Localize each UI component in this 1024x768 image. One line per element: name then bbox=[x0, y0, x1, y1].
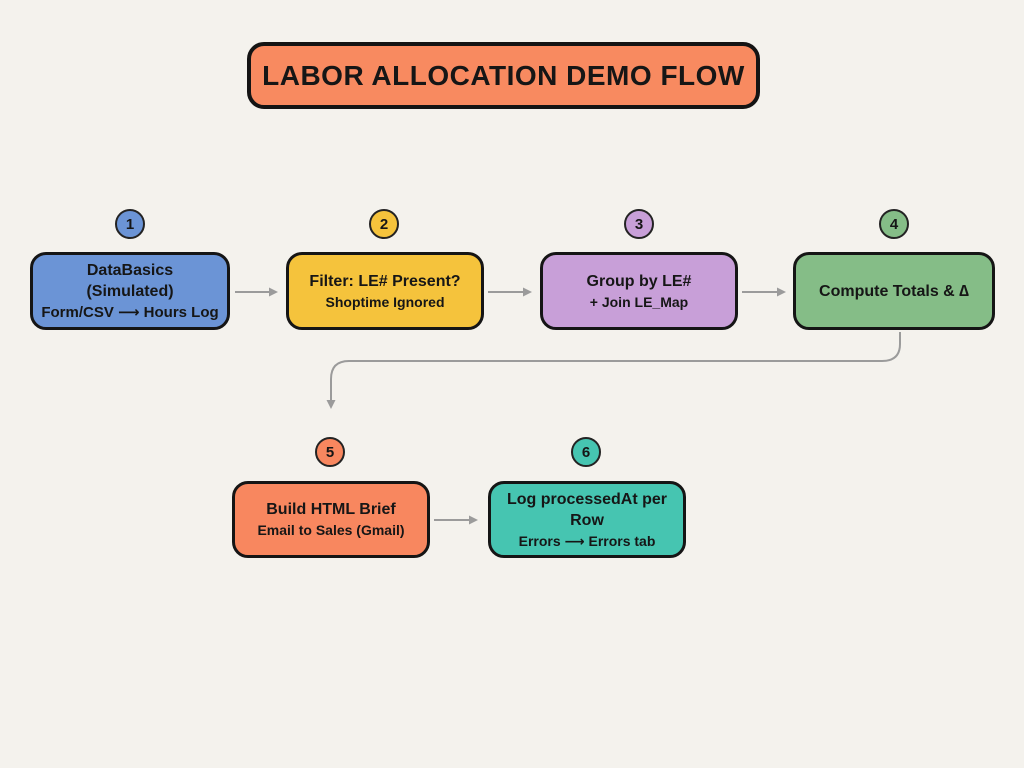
step-1-line-1: DataBasics bbox=[86, 261, 174, 279]
step-3-line-1: Group by LE# bbox=[586, 272, 692, 290]
step-2-number: 2 bbox=[379, 215, 389, 233]
arrow-step4-step5 bbox=[326, 332, 901, 409]
step-2-line-1: Filter: LE# Present? bbox=[309, 272, 461, 290]
step-3-line-2: + Join LE_Map bbox=[589, 293, 689, 310]
step-5-line-2: Email to Sales (Gmail) bbox=[257, 522, 405, 538]
step-2-line-2: Shoptime Ignored bbox=[325, 293, 445, 310]
step-4-line-1: Compute Totals & ∆ bbox=[819, 282, 969, 300]
step-4-badge: 4 bbox=[879, 209, 909, 239]
step-3-number: 3 bbox=[634, 215, 644, 233]
step-1-line-2: (Simulated) bbox=[86, 282, 174, 300]
step-1-box[interactable]: DataBasics (Simulated) Form/CSV ⟶ Hours … bbox=[30, 252, 230, 330]
step-3-badge: 3 bbox=[624, 209, 654, 239]
step-5-line-1: Build HTML Brief bbox=[266, 501, 396, 518]
step-6-number: 6 bbox=[581, 443, 591, 461]
diagram-title: LABOR ALLOCATION DEMO FLOW bbox=[247, 42, 760, 109]
step-6-badge: 6 bbox=[571, 437, 601, 467]
step-4-box[interactable]: Compute Totals & ∆ bbox=[793, 252, 995, 330]
step-5-number: 5 bbox=[325, 443, 335, 461]
step-2-box[interactable]: Filter: LE# Present? Shoptime Ignored bbox=[286, 252, 484, 330]
step-1-line-3: Form/CSV ⟶ Hours Log bbox=[41, 303, 219, 321]
step-4-number: 4 bbox=[889, 215, 899, 233]
step-1-number: 1 bbox=[125, 215, 135, 233]
step-6-box[interactable]: Log processedAt per Row Errors ⟶ Errors … bbox=[488, 481, 686, 558]
step-2-badge: 2 bbox=[369, 209, 399, 239]
step-5-box[interactable]: Build HTML Brief Email to Sales (Gmail) bbox=[232, 481, 430, 558]
step-6-line-2: Errors ⟶ Errors tab bbox=[518, 532, 656, 549]
step-1-badge: 1 bbox=[115, 209, 145, 239]
step-5-badge: 5 bbox=[315, 437, 345, 467]
diagram-title-text: LABOR ALLOCATION DEMO FLOW bbox=[262, 59, 745, 91]
step-6-line-1: Log processedAt per Row bbox=[506, 490, 668, 529]
step-3-box[interactable]: Group by LE# + Join LE_Map bbox=[540, 252, 738, 330]
